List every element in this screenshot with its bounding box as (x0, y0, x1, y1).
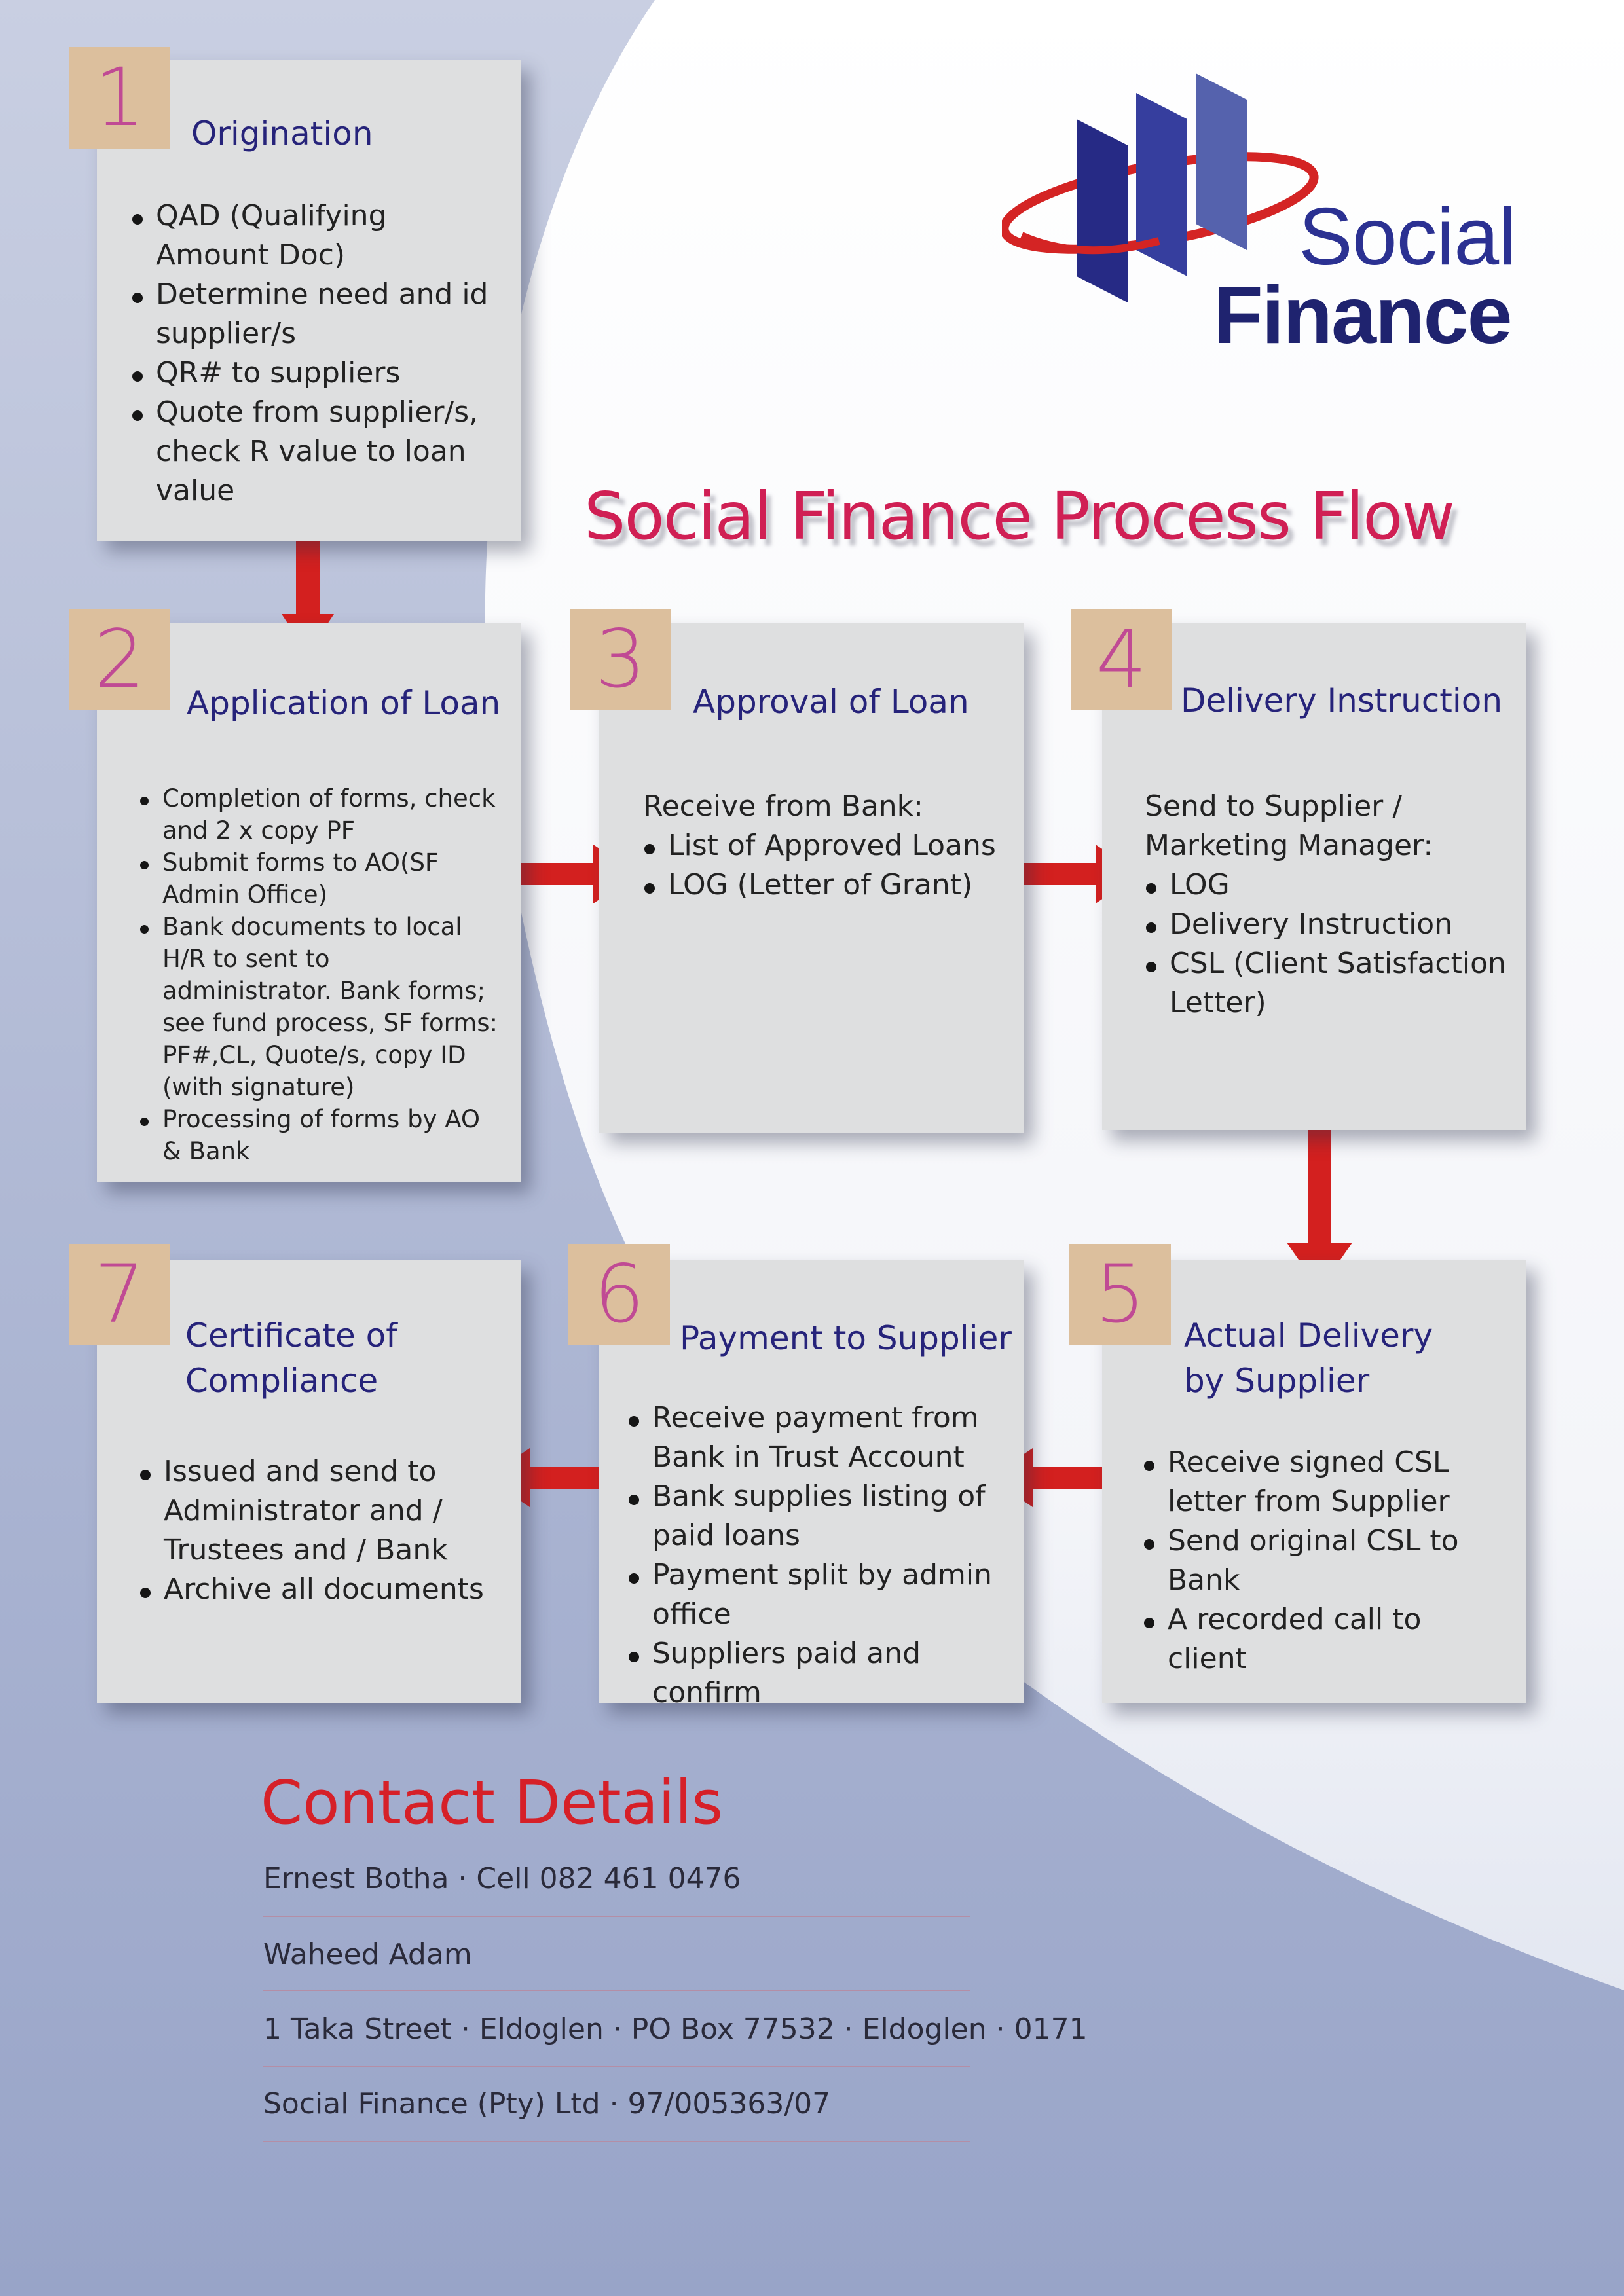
step-6-item: Receive payment from Bank in Trust Accou… (627, 1398, 1007, 1477)
step-4-intro-line: Send to Supplier / (1145, 790, 1403, 823)
step-1-item: QR# to suppliers (131, 354, 498, 393)
step-4-title: Delivery Instruction (1181, 682, 1503, 720)
contact-line: 1 Taka Street · Eldoglen · PO Box 77532 … (263, 2013, 1088, 2046)
step-1-list: QAD (Qualifying Amount Doc) Determine ne… (131, 196, 498, 511)
contact-line: Ernest Botha · Cell 082 461 0476 (263, 1862, 741, 1895)
step-4-intro: Send to Supplier / Marketing Manager: (1145, 787, 1511, 866)
step-6-item: Suppliers paid and confirm (627, 1634, 1007, 1713)
step-4-item: CSL (Client Satisfaction Letter) (1145, 944, 1511, 1023)
step-5-box (1102, 1260, 1526, 1703)
step-4-content: Send to Supplier / Marketing Manager: LO… (1145, 787, 1511, 1023)
step-6-item: Payment split by admin office (627, 1556, 1007, 1634)
step-3-item: List of Approved Loans (643, 826, 1010, 866)
step-1-item: Determine need and id supplier/s (131, 275, 498, 354)
contact-divider (263, 1990, 970, 1991)
contact-divider (263, 1916, 970, 1917)
step-3-intro: Receive from Bank: (643, 790, 923, 823)
step-3-title: Approval of Loan (693, 683, 969, 721)
step-6-list: Receive payment from Bank in Trust Accou… (627, 1398, 1007, 1713)
step-1-item: QAD (Qualifying Amount Doc) (131, 196, 498, 275)
logo-word-social: Social (1299, 192, 1517, 282)
step-6-number: 6 (568, 1244, 670, 1345)
step-6-box (599, 1260, 1024, 1703)
step-5-item: Receive signed CSL letter from Supplier (1143, 1443, 1509, 1522)
step-7-list: Issued and send to Administrator and / T… (139, 1452, 492, 1609)
contact-heading: Contact Details (261, 1768, 724, 1838)
step-4-item: LOG (1145, 866, 1511, 905)
step-7-number: 7 (69, 1244, 170, 1345)
step-2-list: Completion of forms, check and 2 x copy … (138, 782, 504, 1167)
page-title: Social Finance Process Flow (584, 478, 1455, 555)
step-2-title: Application of Loan (187, 684, 501, 722)
step-2-box (97, 623, 521, 1182)
step-6-title: Payment to Supplier (680, 1319, 1012, 1357)
step-3-content: Receive from Bank: List of Approved Loan… (643, 787, 1010, 905)
step-1-number: 1 (69, 47, 170, 149)
step-7-title-line: Certificate of (185, 1317, 397, 1355)
social-finance-logo (1002, 73, 1319, 302)
contact-divider (263, 2066, 970, 2067)
step-5-number: 5 (1069, 1244, 1171, 1345)
step-3-number: 3 (570, 609, 671, 710)
contact-line: Social Finance (Pty) Ltd · 97/005363/07 (263, 2087, 831, 2121)
step-1-item: Quote from supplier/s, check R value to … (131, 393, 498, 511)
step-5-title-line: by Supplier (1184, 1362, 1370, 1400)
step-5-item: Send original CSL to Bank (1143, 1522, 1509, 1600)
step-6-item: Bank supplies listing of paid loans (627, 1477, 1007, 1556)
step-2-number: 2 (69, 609, 170, 710)
step-2-item: Processing of forms by AO & Bank (138, 1103, 504, 1167)
step-4-box (1102, 623, 1526, 1130)
step-1-title: Origination (191, 115, 373, 153)
logo-word-finance: Finance (1213, 270, 1513, 361)
step-4-item: Delivery Instruction (1145, 905, 1511, 944)
step-5-title: Actual Delivery by Supplier (1184, 1313, 1433, 1404)
step-7-item: Archive all documents (139, 1570, 492, 1609)
step-7-item: Issued and send to Administrator and / T… (139, 1452, 492, 1570)
contact-line: Waheed Adam (263, 1938, 472, 1971)
step-3-item: LOG (Letter of Grant) (643, 866, 1010, 905)
contact-divider (263, 2141, 970, 2142)
step-5-title-line: Actual Delivery (1184, 1317, 1433, 1355)
step-5-item: A recorded call to client (1143, 1600, 1509, 1679)
step-7-title: Certificate of Compliance (185, 1313, 397, 1404)
step-2-item: Bank documents to local H/R to sent to a… (138, 911, 504, 1103)
step-2-item: Completion of forms, check and 2 x copy … (138, 782, 504, 847)
step-7-title-line: Compliance (185, 1362, 378, 1400)
step-4-intro-line: Marketing Manager: (1145, 829, 1433, 862)
step-4-number: 4 (1071, 609, 1172, 710)
step-5-list: Receive signed CSL letter from Supplier … (1143, 1443, 1509, 1679)
step-2-item: Submit forms to AO(SF Admin Office) (138, 847, 504, 911)
